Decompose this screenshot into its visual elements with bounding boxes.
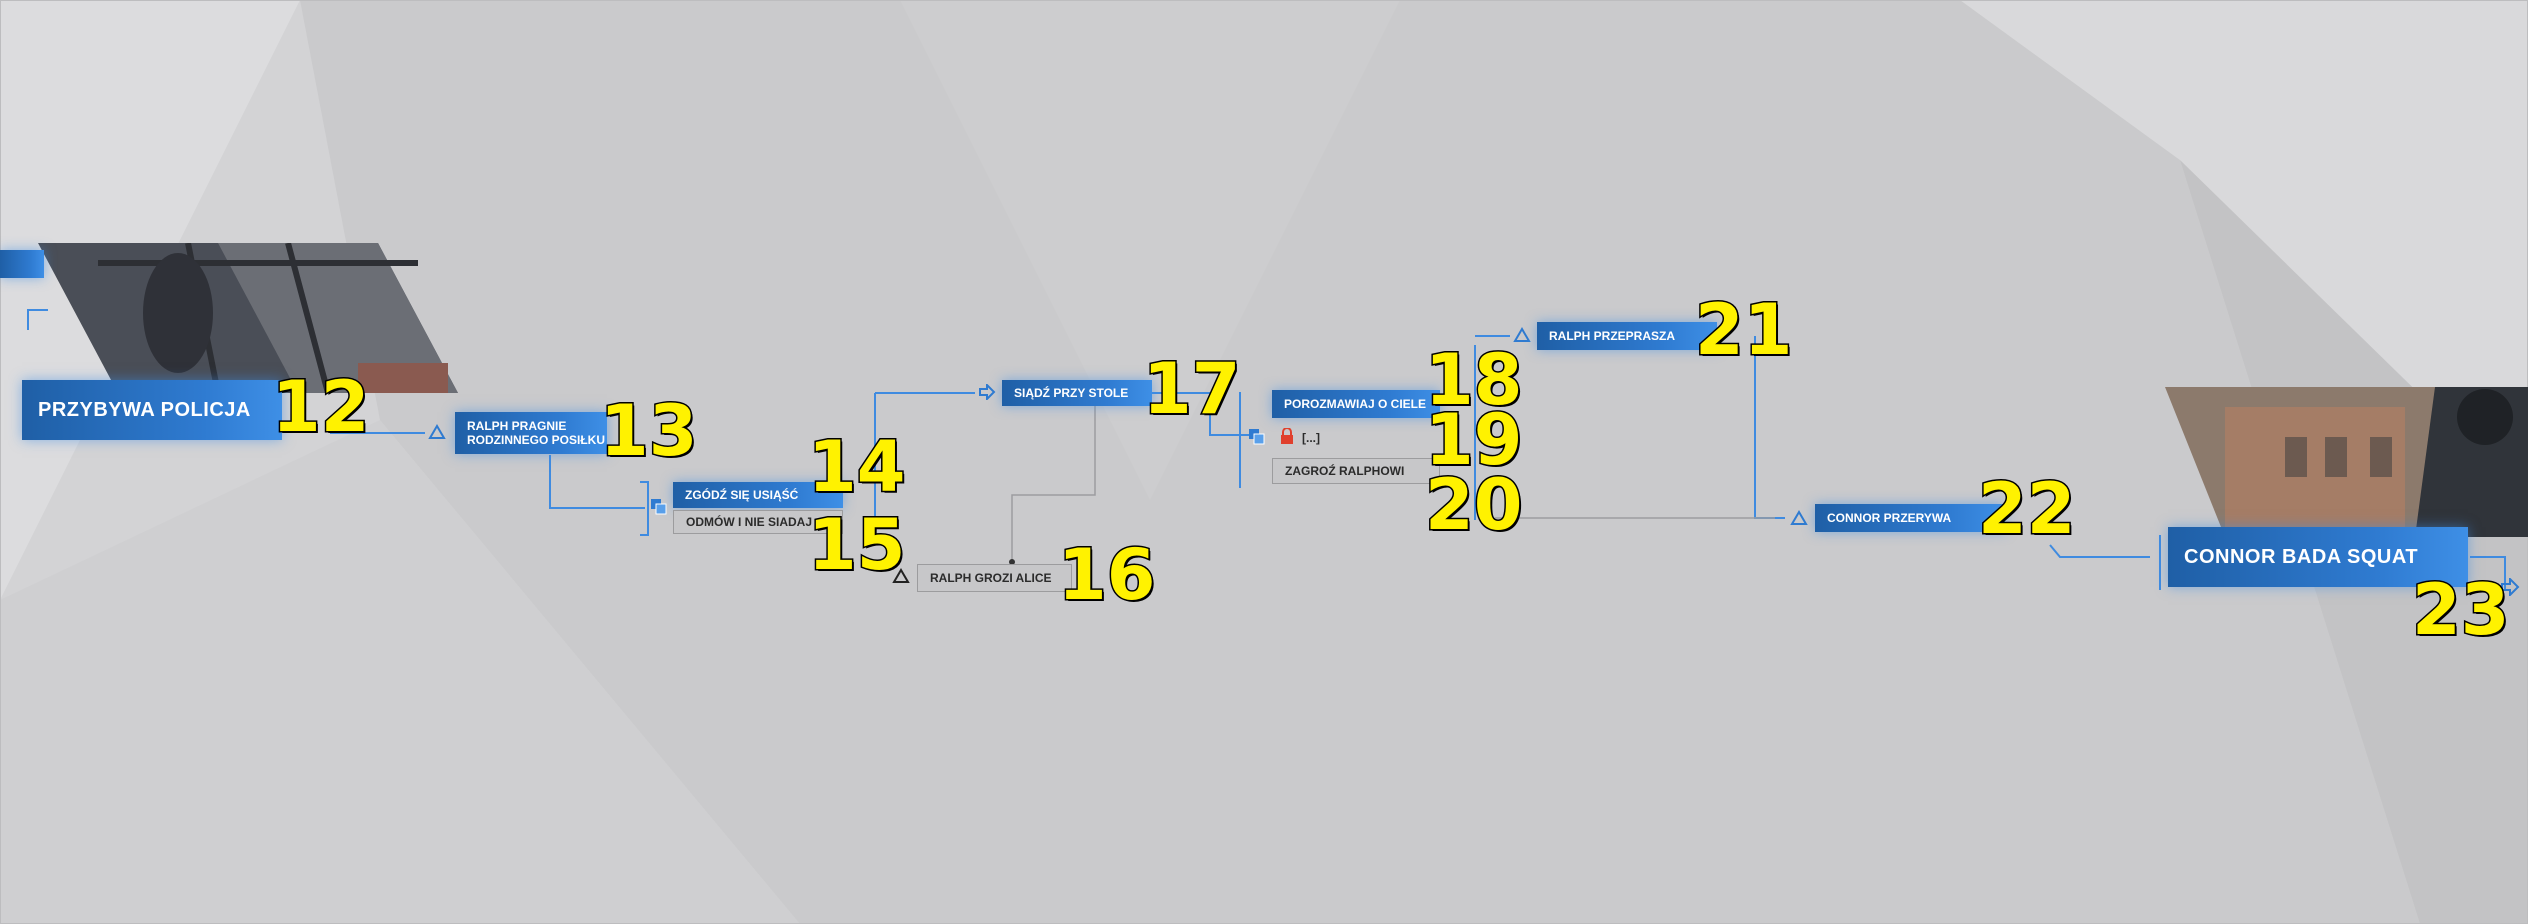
locked-label: [...]: [1302, 430, 1320, 445]
triangle-icon: [892, 568, 910, 589]
step-number-17: 17: [1141, 348, 1241, 430]
step-number-18: 18: [1423, 339, 1523, 421]
step-number-19: 19: [1423, 399, 1523, 481]
step-number-23: 23: [2410, 569, 2510, 651]
node-connor-przerywa[interactable]: CONNOR PRZERYWA: [1815, 504, 2005, 532]
node-label: RALPH GROZI ALICE: [930, 571, 1052, 585]
node-label: CONNOR BADA SQUAT: [2184, 545, 2419, 568]
node-label: POROZMAWIAJ O CIELE: [1284, 397, 1427, 411]
step-number-20: 20: [1423, 464, 1523, 546]
scene-thumbnail-right: [2165, 387, 2528, 537]
node-przybywa-policja[interactable]: PRZYBYWA POLICJA: [22, 380, 282, 440]
node-label: ZAGROŹ RALPHOWI: [1285, 464, 1405, 478]
node-ralph-grozi-alice[interactable]: RALPH GROZI ALICE: [917, 564, 1072, 592]
step-number-21: 21: [1693, 289, 1793, 371]
node-odmow-i-nie-siadaj[interactable]: ODMÓW I NIE SIADAJ: [673, 510, 843, 534]
node-siadz-przy-stole[interactable]: SIĄDŹ PRZY STOLE: [1002, 380, 1152, 406]
node-label: PRZYBYWA POLICJA: [38, 398, 251, 421]
arrow-right-icon: [2500, 576, 2520, 601]
step-number-13: 13: [598, 390, 698, 472]
node-label: ODMÓW I NIE SIADAJ: [686, 515, 813, 529]
node-locked-choice: [...]: [1280, 427, 1320, 447]
node-label-line2: RODZINNEGO POSIŁKU: [467, 433, 606, 447]
node-porozmawiaj-o-ciele[interactable]: POROZMAWIAJ O CIELE: [1272, 390, 1440, 418]
step-number-14: 14: [806, 426, 906, 508]
node-label-line1: RALPH PRAGNIE: [467, 419, 567, 433]
node-label: ZGÓDŹ SIĘ USIĄŚĆ: [685, 488, 799, 502]
double-square-icon: [1248, 428, 1266, 451]
step-number-16: 16: [1056, 534, 1156, 616]
triangle-icon: [1790, 510, 1808, 531]
node-label: SIĄDŹ PRZY STOLE: [1014, 386, 1129, 400]
node-label: CONNOR PRZERYWA: [1827, 511, 1952, 525]
node-zgodz-sie-usiasc[interactable]: ZGÓDŹ SIĘ USIĄŚĆ: [673, 482, 843, 508]
node-ralph-przeprasza[interactable]: RALPH PRZEPRASZA: [1537, 322, 1717, 350]
triangle-icon: [428, 424, 446, 445]
node-ralph-pragnie[interactable]: RALPH PRAGNIE RODZINNEGO POSIŁKU: [455, 412, 607, 454]
node-connor-bada-squat[interactable]: CONNOR BADA SQUAT: [2168, 527, 2468, 587]
arrow-right-icon: [978, 382, 996, 405]
double-square-icon: [650, 498, 668, 521]
triangle-icon: [1513, 327, 1531, 348]
node-label: RALPH PRZEPRASZA: [1549, 329, 1676, 343]
step-number-12: 12: [270, 366, 370, 448]
scene-thumbnail-left: [38, 243, 458, 393]
step-number-15: 15: [806, 504, 906, 586]
prev-node-stub: [0, 250, 44, 278]
node-zagroz-ralphowi[interactable]: ZAGROŹ RALPHOWI: [1272, 458, 1440, 484]
step-number-22: 22: [1976, 468, 2076, 550]
lock-icon: [1280, 427, 1294, 447]
